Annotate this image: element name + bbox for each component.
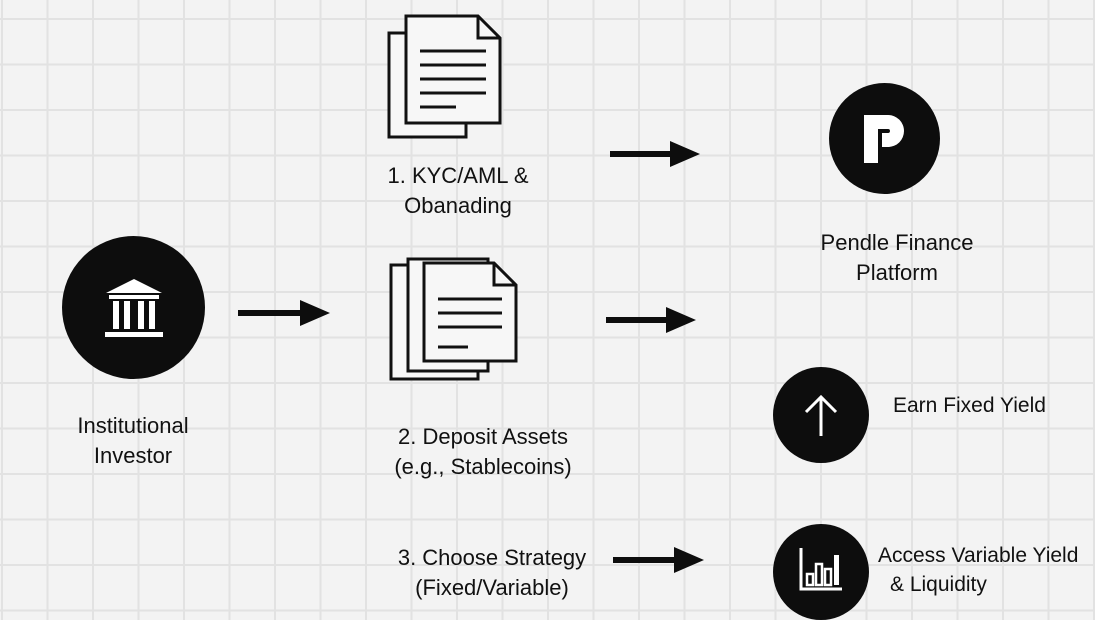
fixed-yield-label: Earn Fixed Yield — [893, 394, 1046, 417]
platform-label-line2: Platform — [856, 260, 938, 285]
step3-label-line1: 3. Choose Strategy — [397, 545, 587, 570]
document-icon — [387, 14, 502, 139]
bar-chart-icon — [799, 548, 842, 591]
step3-label-line2: (Fixed/Variable) — [415, 575, 569, 600]
investor-label-line2: Investor — [93, 443, 173, 468]
arrow-up-icon — [804, 394, 838, 436]
variable-yield-node — [773, 524, 869, 620]
variable-yield-label-line1: Access Variable Yield — [878, 544, 1079, 567]
pendle-p-icon — [863, 114, 904, 163]
step1-label: 1. KYC/AML & Obanading — [387, 161, 528, 221]
step1-label-line1: 1. KYC/AML & — [387, 163, 529, 188]
bank-icon — [104, 278, 163, 337]
platform-label: Pendle Finance Platform — [821, 228, 974, 288]
variable-yield-label-line2: & Liquidity — [890, 573, 987, 596]
step2-label-line1: 2. Deposit Assets — [398, 424, 568, 449]
fixed-yield-node — [773, 367, 869, 463]
step3-label: 3. Choose Strategy (Fixed/Variable) — [398, 543, 586, 603]
platform-label-line1: Pendle Finance — [820, 230, 974, 255]
investor-node — [62, 236, 205, 379]
arrow-investor-to-deposit — [238, 300, 330, 326]
step2-label-line2: (e.g., Stablecoins) — [394, 454, 572, 479]
pendle-logo — [829, 83, 940, 194]
arrow-strategy-to-variable — [613, 547, 704, 573]
arrow-deposit-to-platform — [606, 307, 696, 333]
investor-label: Institutional Investor — [77, 411, 188, 471]
arrow-kyc-to-platform — [610, 141, 700, 167]
variable-yield-label: Access Variable Yield & Liquidity — [878, 541, 1078, 599]
step2-label: 2. Deposit Assets (e.g., Stablecoins) — [394, 422, 571, 482]
document-icon — [389, 257, 518, 381]
step1-label-line2: Obanading — [404, 193, 512, 218]
investor-label-line1: Institutional — [77, 413, 189, 438]
